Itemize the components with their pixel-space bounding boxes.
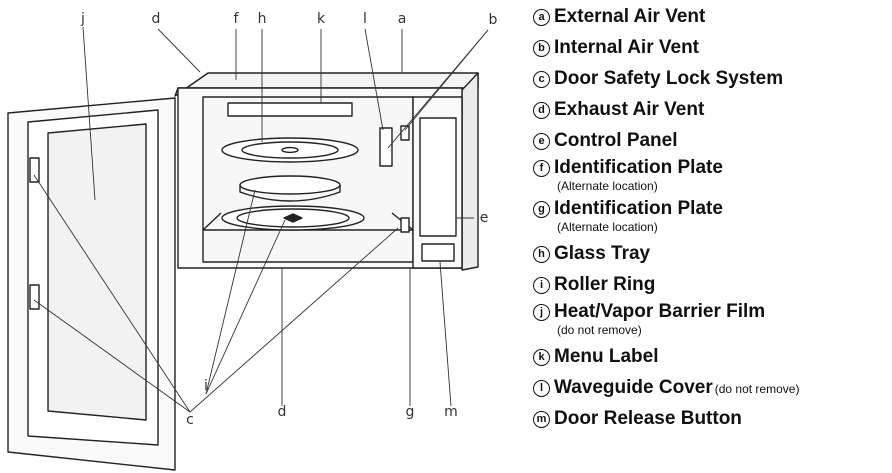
microwave-diagram: j d f h k l a b e i d g m c [7,11,498,471]
legend-marker: f [533,160,550,177]
legend-marker: d [533,102,550,119]
legend-label: Heat/Vapor Barrier Film [554,301,766,322]
menu-label [227,102,353,117]
callout-d-top: d [152,11,161,27]
legend-label: Waveguide Cover [554,377,713,398]
callout-i: i [204,378,208,394]
callout-d-bottom: d [278,404,287,420]
legend-label: Control Panel [554,130,678,151]
legend-marker: k [533,349,550,366]
callout-k: k [317,11,326,27]
legend-marker: b [533,40,550,57]
legend-label: Door Release Button [554,408,742,429]
legend-label: Roller Ring [554,274,656,295]
legend-label: Exhaust Air Vent [554,99,705,120]
callout-j: j [80,11,85,27]
legend-label: Door Safety Lock System [554,68,784,89]
legend-marker: c [533,71,550,88]
legend-inline-note: (do not remove) [714,382,800,396]
callout-l: l [363,11,367,27]
legend-label: Glass Tray [554,243,651,264]
callout-g: g [406,404,415,420]
legend-note: (Alternate location) [557,220,658,234]
legend-marker: e [533,133,550,150]
legend-label: Menu Label [554,346,659,367]
legend-marker: l [533,380,550,397]
callout-b: b [489,12,498,28]
legend-label: Internal Air Vent [554,37,699,58]
legend-note: (Alternate location) [557,179,658,193]
waveguide-cover [379,127,393,167]
callout-c: c [186,412,194,428]
door-release-button [421,243,455,262]
legend-note: (do not remove) [557,323,642,337]
legend-marker: h [533,246,550,263]
callout-a: a [398,11,407,27]
callout-h: h [258,11,267,27]
control-panel [419,117,457,237]
legend-marker: i [533,277,550,294]
legend-label: Identification Plate [554,198,723,219]
legend-label: Identification Plate [554,157,723,178]
callout-e: e [480,210,489,226]
callout-f: f [234,11,240,27]
legend-marker: m [533,411,550,428]
legend-marker: j [533,304,550,321]
legend-marker: a [533,9,550,26]
legend-marker: g [533,201,550,218]
cabinet-side [461,72,479,271]
legend-label: External Air Vent [554,6,706,27]
callout-m: m [444,404,458,420]
